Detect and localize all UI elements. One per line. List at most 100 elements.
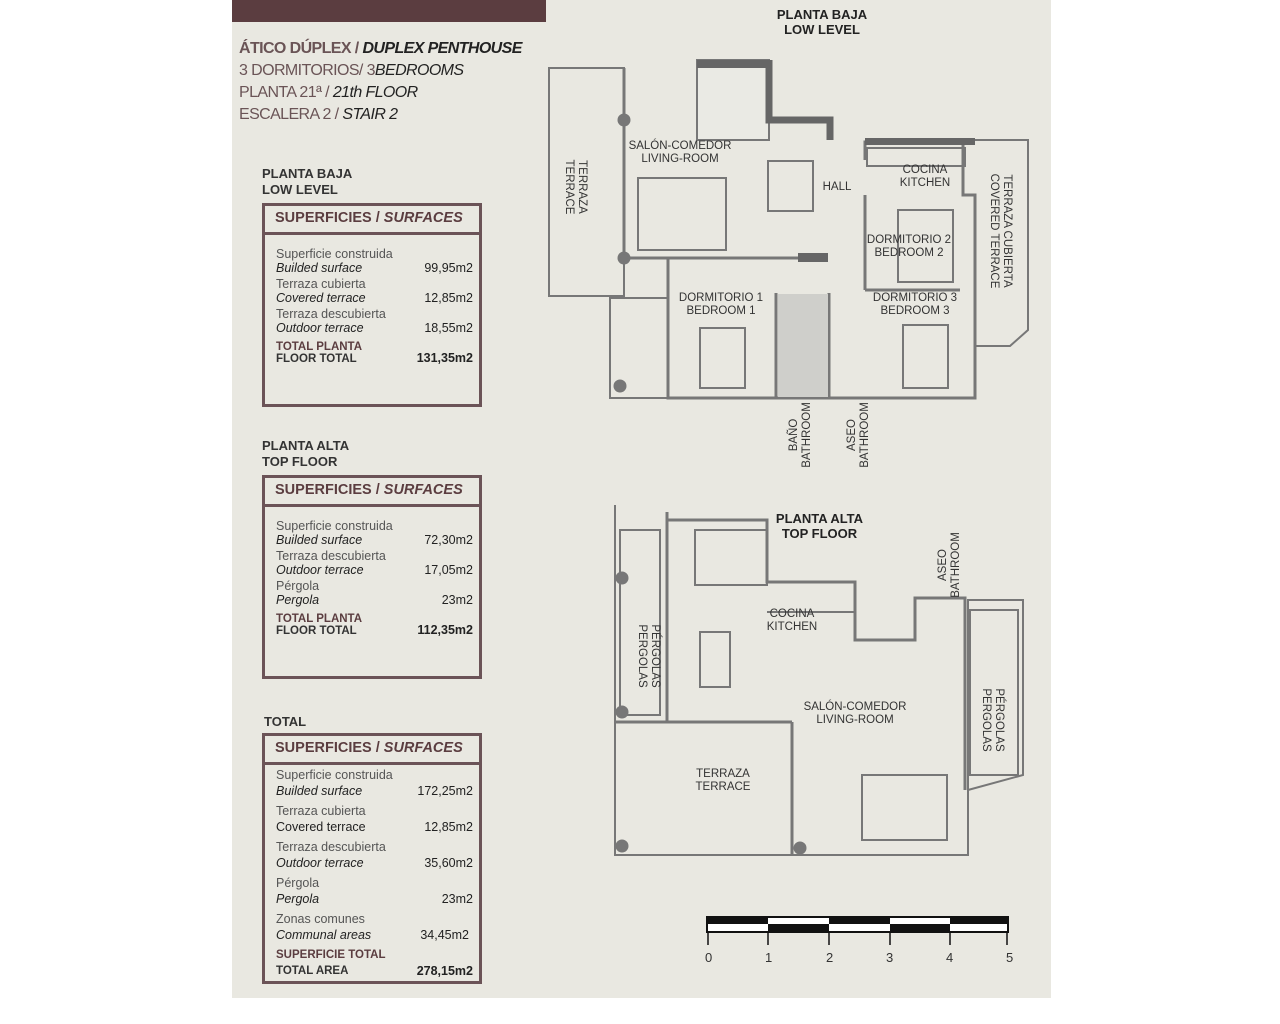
total-value: 112,35m2 xyxy=(417,623,473,637)
row-value: 172,25m2 xyxy=(417,783,473,798)
stair-es: ESCALERA 2 / xyxy=(239,106,343,123)
row-label-en: Outdoor terrace xyxy=(276,855,364,870)
top-surfaces-table: SUPERFICIES / SURFACES Superficie constr… xyxy=(262,475,482,679)
scale-label: 2 xyxy=(826,950,834,965)
room-es: ASEO xyxy=(846,419,858,451)
row-label-es: Superficie construida xyxy=(276,247,393,261)
room-es: TERRAZA xyxy=(576,160,588,214)
total-label-es: TOTAL PLANTA xyxy=(276,613,363,625)
total-value: 278,15m2 xyxy=(416,963,473,978)
title-type: ÁTICO DÚPLEX / DUPLEX PENTHOUSE xyxy=(239,40,522,58)
hd-en: SURFACES xyxy=(383,740,463,756)
room-en: PERGOLAS xyxy=(980,688,992,752)
room-en: BEDROOM 2 xyxy=(874,247,944,259)
scale-label: 3 xyxy=(886,950,894,965)
row-value: 99,95m2 xyxy=(424,261,473,275)
hd-es: SUPERFICIES / xyxy=(275,210,384,226)
bedrooms-en: BEDROOMS xyxy=(374,62,464,79)
row-label-en: Builded surface xyxy=(276,783,363,798)
room-es: DORMITORIO 3 xyxy=(872,292,958,304)
scale-label: 1 xyxy=(765,950,773,965)
low-plan-title-en: LOW LEVEL xyxy=(784,22,860,37)
title-bedrooms: 3 DORMITORIOS/ 3BEDROOMS xyxy=(239,62,464,80)
floor-en: 21th FLOOR xyxy=(332,84,418,101)
row-label-es: Terraza cubierta xyxy=(276,277,366,291)
room-en: PERGOLAS xyxy=(636,624,648,688)
room-es: COCINA xyxy=(902,164,948,176)
row-label-es: Pérgola xyxy=(276,579,320,593)
hd-en: SURFACES xyxy=(383,482,463,498)
row-value: 34,45m2 xyxy=(420,927,469,942)
row-label-en: Pergola xyxy=(276,891,320,906)
scale-label: 0 xyxy=(705,950,713,965)
header-bar xyxy=(232,0,546,22)
room-en: KITCHEN xyxy=(766,621,818,633)
room-es: PÉRGOLAS xyxy=(649,624,661,688)
room-hall: HALL xyxy=(822,181,852,193)
total-value: 131,35m2 xyxy=(416,351,473,365)
room-es: SALÓN-COMEDOR xyxy=(803,701,907,713)
row-label-en: Outdoor terrace xyxy=(276,321,364,335)
row-value: 17,05m2 xyxy=(424,563,473,577)
room-en: BEDROOM 1 xyxy=(686,305,756,317)
room-en: KITCHEN xyxy=(899,177,951,189)
room-es: ASEO xyxy=(937,549,949,581)
room-en: LIVING-ROOM xyxy=(641,153,719,165)
total-label-es: TOTAL PLANTA xyxy=(276,341,363,353)
row-label-en: Outdoor terrace xyxy=(276,563,364,577)
title-stair: ESCALERA 2 / STAIR 2 xyxy=(239,106,398,124)
table-header: SUPERFICIES / SURFACES xyxy=(265,478,479,507)
row-label-en: Covered terrace xyxy=(276,819,366,834)
room-en: BATHROOM xyxy=(950,532,962,598)
floor-es: PLANTA 21ª / xyxy=(239,84,333,101)
table-header: SUPERFICIES / SURFACES xyxy=(265,736,479,765)
row-label-es: Terraza descubierta xyxy=(276,307,386,321)
top-floor-plan xyxy=(614,505,1024,856)
title-floor: PLANTA 21ª / 21th FLOOR xyxy=(239,84,418,102)
room-en: BATHROOM xyxy=(859,402,871,468)
room-en: TERRACE xyxy=(695,781,751,793)
table-header: SUPERFICIES / SURFACES xyxy=(265,206,479,235)
row-label-es: Pérgola xyxy=(276,876,320,890)
total-label-es: SUPERFICIE TOTAL xyxy=(276,949,386,961)
row-label-en: Pergola xyxy=(276,593,320,607)
title-es: ÁTICO DÚPLEX / xyxy=(239,40,363,57)
low-level-plan xyxy=(548,59,1029,400)
room-es: COCINA xyxy=(769,608,815,620)
row-label-en: Communal areas xyxy=(276,927,372,942)
bedrooms-es: 3 DORMITORIOS/ 3 xyxy=(239,62,376,79)
scale-label: 5 xyxy=(1006,950,1014,965)
hd-es: SUPERFICIES / xyxy=(275,740,384,756)
room-es: SALÓN-COMEDOR xyxy=(628,140,732,152)
top-plan-title-es: PLANTA ALTA xyxy=(775,511,864,526)
room-es: TERRAZA xyxy=(696,768,750,780)
hd-es: SUPERFICIES / xyxy=(275,482,384,498)
room-en: BEDROOM 3 xyxy=(880,305,950,317)
scale-bar xyxy=(706,916,1009,945)
row-value: 12,85m2 xyxy=(424,291,473,305)
low-title-es: PLANTA BAJA xyxy=(262,166,353,181)
stair-en: STAIR 2 xyxy=(342,106,398,123)
